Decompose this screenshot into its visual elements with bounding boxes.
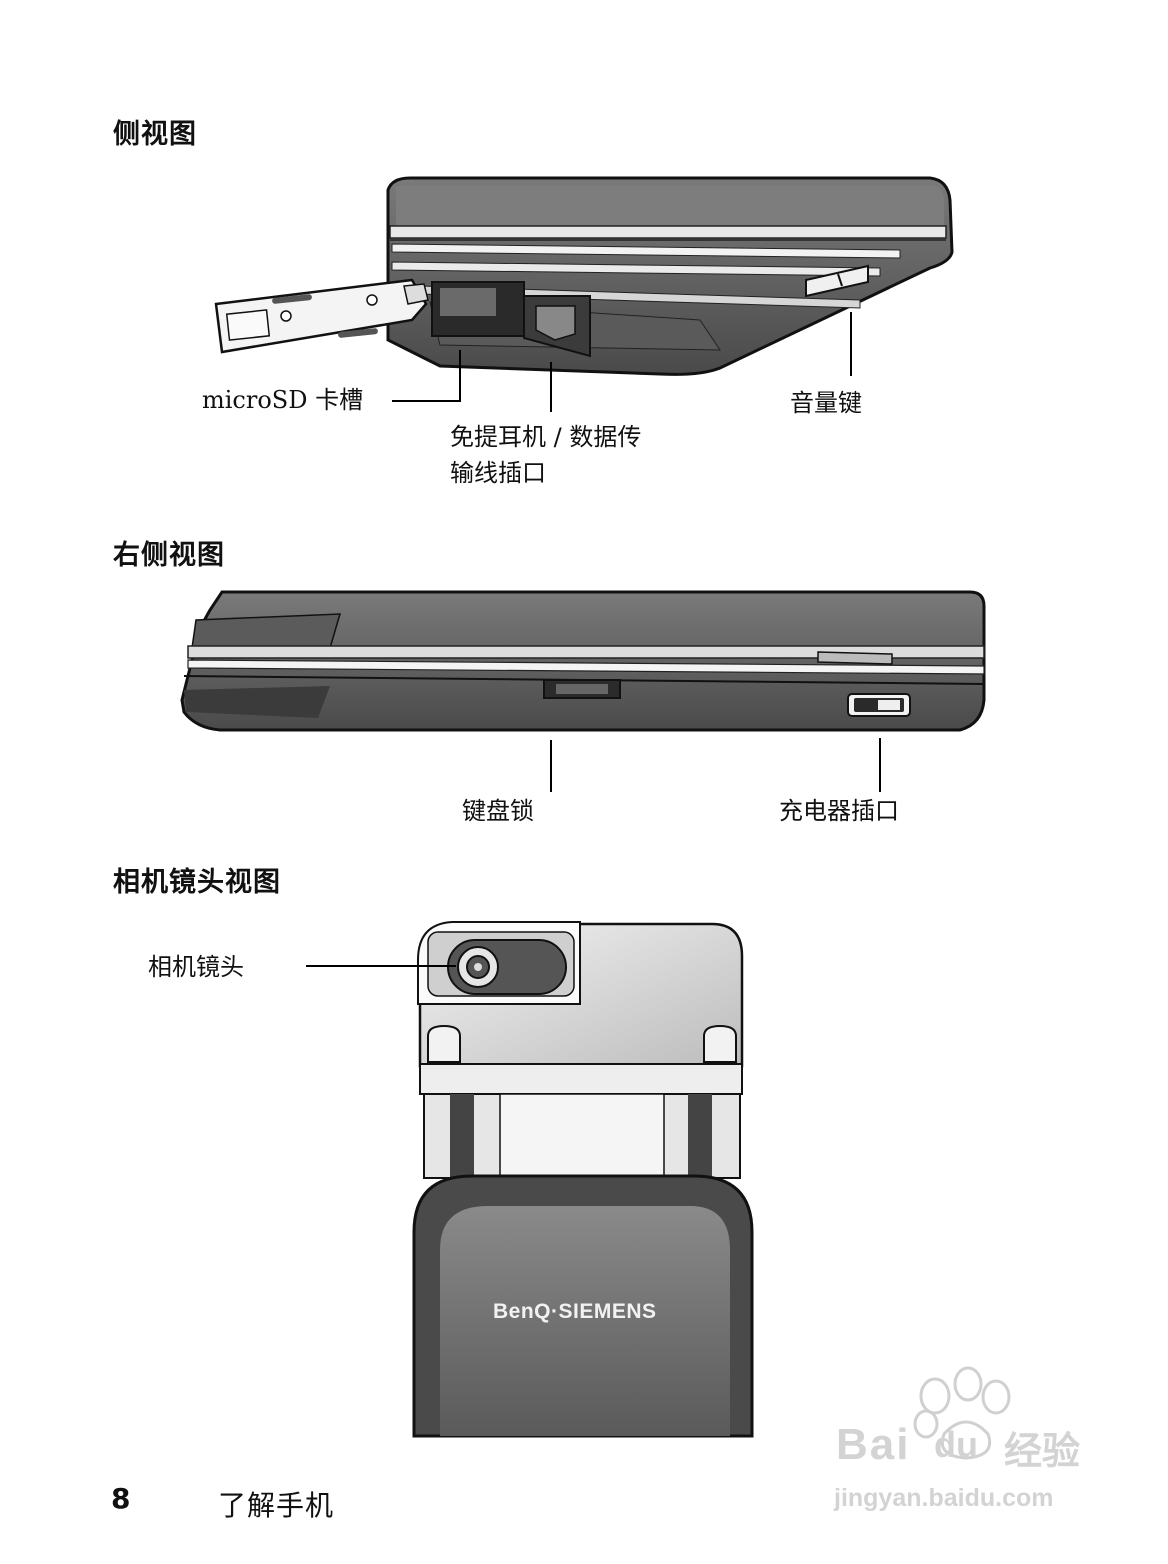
- camera-view-phone: [306, 922, 752, 1436]
- right-view-phone: [182, 592, 984, 792]
- keylock-label: 键盘锁: [462, 794, 534, 828]
- brand-logo: BenQ·SIEMENS: [493, 1300, 657, 1324]
- watermark-text-jingyan: 经验: [1004, 1420, 1080, 1475]
- side-view-title: 侧视图: [113, 112, 197, 151]
- headset-port-label-line1: 免提耳机 / 数据传: [450, 420, 641, 454]
- watermark-url: jingyan.baidu.com: [834, 1484, 1053, 1513]
- chapter-title: 了解手机: [218, 1484, 334, 1524]
- volume-key-label: 音量键: [790, 386, 862, 420]
- right-view-title: 右侧视图: [113, 533, 225, 572]
- headset-port-label-line2: 输线插口: [450, 456, 546, 490]
- camera-lens-label: 相机镜头: [148, 950, 244, 984]
- page-number: 8: [111, 1482, 130, 1515]
- charger-port-label: 充电器插口: [779, 794, 899, 828]
- watermark-text-bai: Bai: [836, 1420, 910, 1470]
- watermark-text-du: du: [934, 1424, 978, 1466]
- side-view-phone: [216, 178, 952, 412]
- microsd-slot-label: microSD 卡槽: [202, 383, 363, 417]
- camera-view-title: 相机镜头视图: [113, 860, 281, 899]
